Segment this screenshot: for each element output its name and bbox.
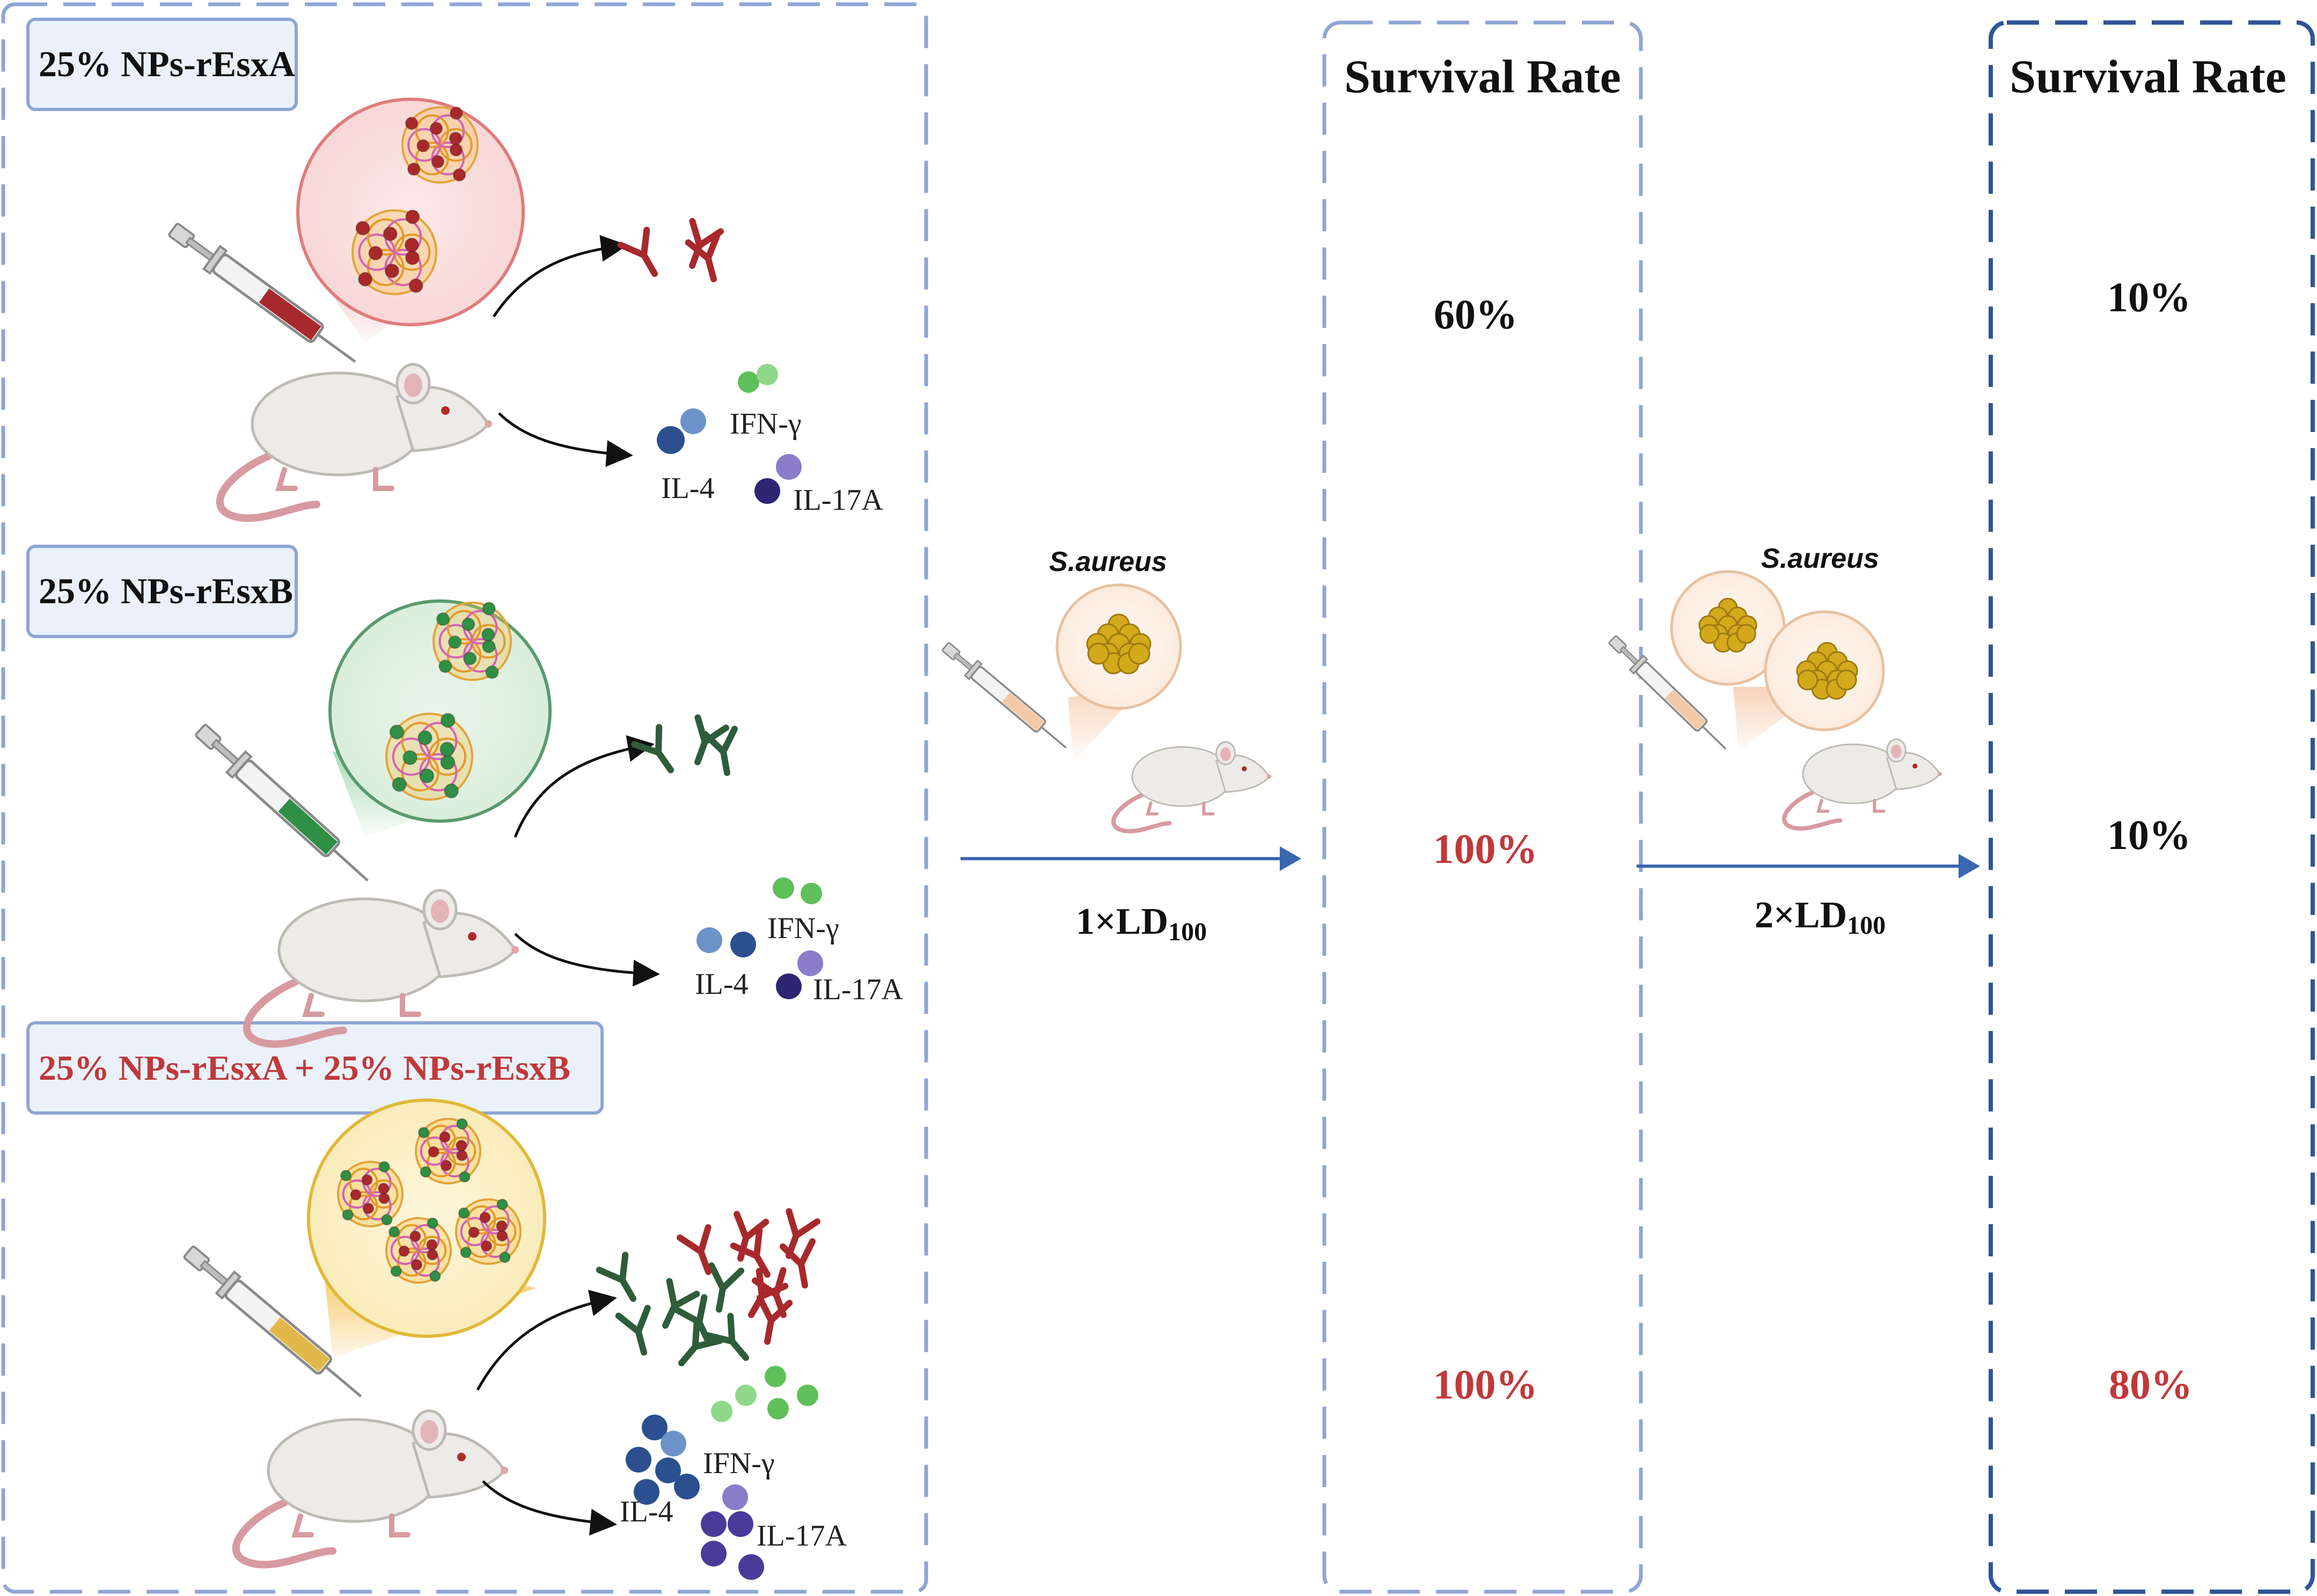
antibody-icon (599, 1211, 820, 1373)
antibody-icon (621, 221, 728, 283)
cytokine-label-il17: IL-17A (757, 1519, 847, 1553)
cytokine-label-il4: IL-4 (661, 472, 715, 505)
bacteria-icon (1698, 598, 1757, 653)
nanoparticle-icon (385, 713, 473, 801)
cytokine-icon (657, 364, 802, 504)
cytokine-label-il4: IL-4 (695, 968, 749, 1001)
arrow-to-antibodies (492, 235, 628, 318)
syringe-icon (1604, 631, 1734, 757)
bacteria-icon (1796, 642, 1858, 700)
arrow-to-cytokines (514, 933, 660, 987)
survival-value-1-esxb: 100% (1433, 825, 1538, 872)
pathogen-label: S.aureus (1049, 546, 1167, 577)
nanoparticle-icon (337, 1161, 404, 1227)
survival-value-1-esxa: 60% (1434, 291, 1517, 338)
nanoparticle-icon (455, 1198, 522, 1265)
cytokine-label-ifn: IFN-γ (730, 407, 802, 441)
challenge-1: S.aureus 1×LD100 (938, 546, 1301, 946)
group-combo: IFN-γ IL-4 IL-17A (179, 1099, 847, 1580)
cytokine-label-ifn: IFN-γ (767, 912, 839, 945)
mouse-icon (220, 364, 492, 518)
survival-title-2: Survival Rate (2010, 51, 2286, 103)
survival-box-1 (1322, 20, 1643, 1594)
dose-label: 1×LD100 (1076, 901, 1207, 946)
syringe-icon (191, 719, 377, 891)
survival-value-2-esxa: 10% (2107, 274, 2191, 320)
arrow-to-cytokines (498, 412, 633, 467)
syringe-icon (938, 638, 1074, 757)
survival-value-1-combo: 100% (1433, 1361, 1538, 1408)
arrow-to-antibodies (476, 1290, 617, 1391)
nanoparticle-icon (401, 106, 479, 184)
dose-label: 2×LD100 (1755, 895, 1886, 940)
group-esxb: IFN-γ IL-4 IL-17A (191, 599, 904, 1044)
group-esxa: IFN-γ IL-4 IL-17A (165, 98, 884, 518)
group-label-esxa: 25% NPs-rEsxA (26, 18, 298, 111)
nanoparticle-icon (432, 602, 512, 681)
mouse-icon (1784, 740, 1942, 829)
mouse-icon (247, 890, 519, 1044)
group-label-esxb: 25% NPs-rEsxB (26, 545, 298, 638)
pathogen-label: S.aureus (1761, 543, 1879, 574)
antibody-icon (634, 718, 742, 779)
challenge-2: S.aureus 2×LD100 (1604, 543, 1980, 940)
group-label-text: 25% NPs-rEsxA (39, 43, 295, 84)
mouse-icon (236, 1411, 508, 1565)
group-label-combo: 25% NPs-rEsxA + 25% NPs-rEsxB (26, 1021, 604, 1115)
syringe-icon (165, 218, 363, 373)
mouse-icon (1113, 742, 1271, 831)
cytokine-icon (696, 877, 823, 999)
group-label-text: 25% NPs-rEsxA + 25% NPs-rEsxB (39, 1049, 570, 1088)
arrow-to-antibodies (514, 735, 655, 838)
bacteria-icon (1086, 613, 1152, 675)
cytokine-icon (626, 1366, 818, 1580)
cytokine-label-il17: IL-17A (813, 973, 904, 1006)
survival-title-1: Survival Rate (1344, 51, 1621, 103)
challenge-arrowhead (1280, 846, 1301, 871)
survival-value-2-combo: 80% (2109, 1361, 2193, 1408)
cytokine-label-ifn: IFN-γ (703, 1447, 775, 1480)
survival-value-2-esxb: 10% (2107, 811, 2191, 858)
syringe-icon (179, 1241, 370, 1407)
arrow-to-cytokines (482, 1480, 617, 1536)
nanoparticle-icon (351, 209, 437, 295)
nanoparticle-icon (415, 1118, 481, 1184)
cytokine-label-il17: IL-17A (793, 484, 884, 517)
cytokine-label-il4: IL-4 (620, 1495, 673, 1528)
survival-box-2 (1989, 20, 2315, 1594)
vaccine-groups-box (1, 2, 928, 1594)
group-label-text: 25% NPs-rEsxB (39, 570, 293, 611)
challenge-arrowhead (1959, 854, 1980, 878)
nanoparticle-icon (385, 1217, 452, 1284)
